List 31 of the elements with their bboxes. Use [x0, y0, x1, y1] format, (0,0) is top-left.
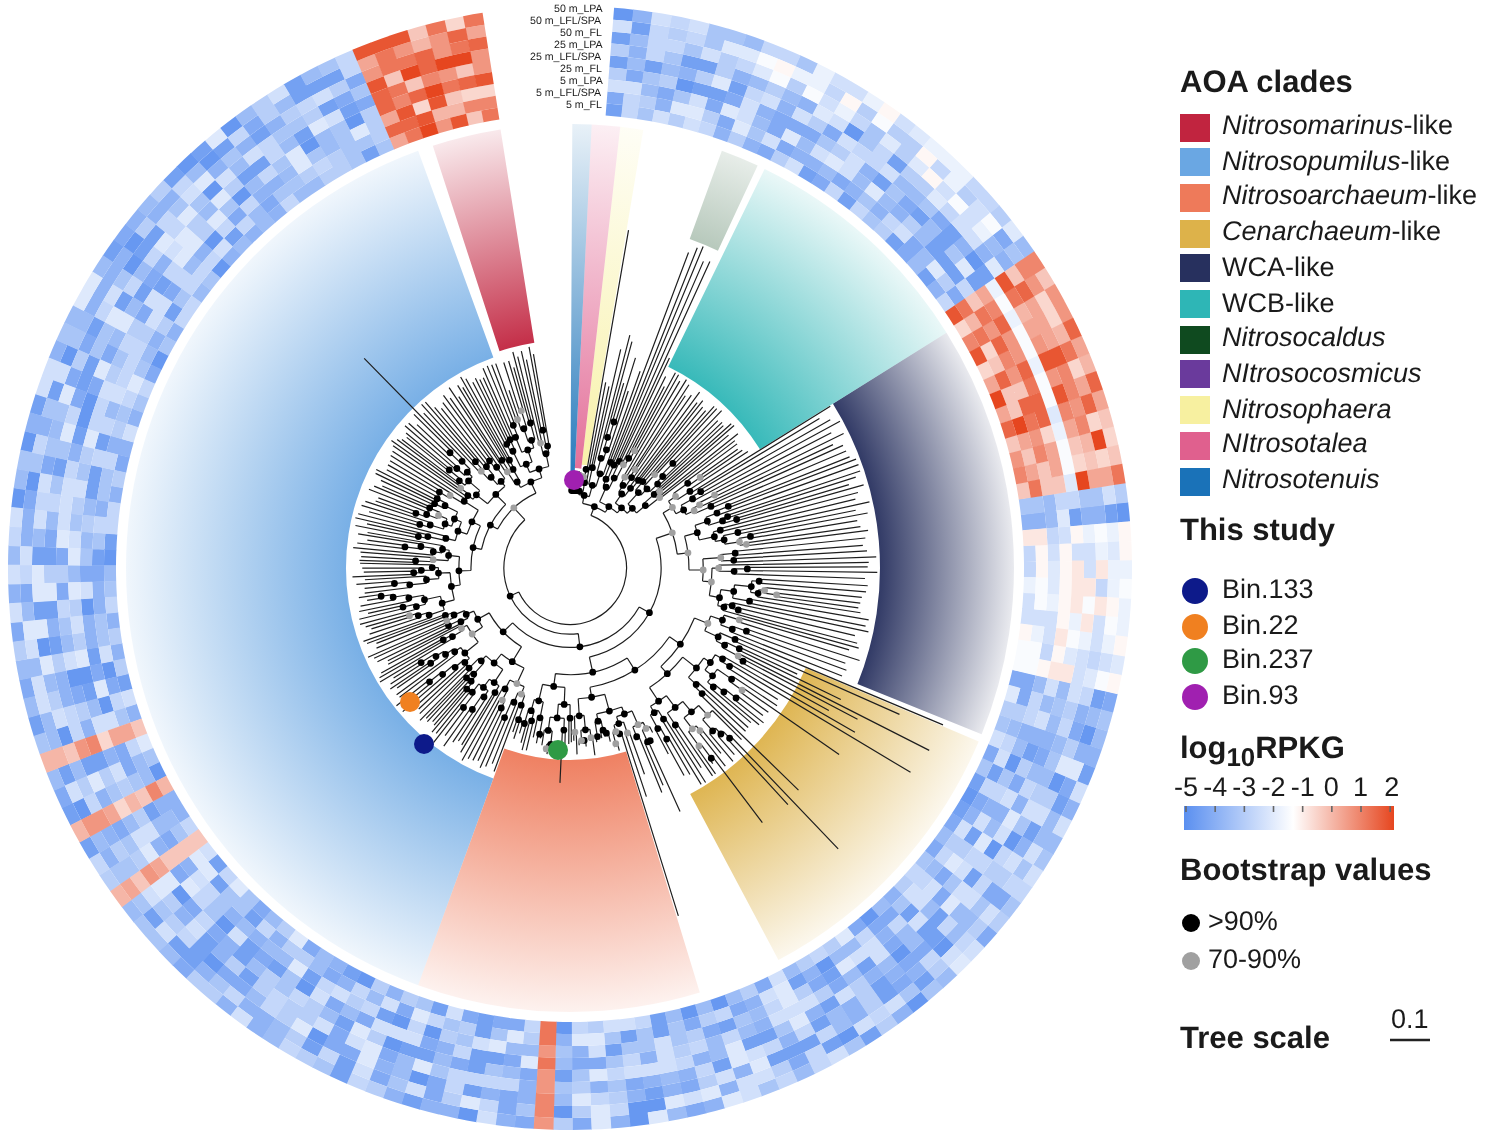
tick-label: -3 — [1232, 774, 1257, 804]
legend-heading: AOA clades — [1180, 66, 1353, 101]
legend-label: NItrosotalea — [1222, 430, 1368, 461]
legend-label: Bin.133 — [1222, 576, 1314, 606]
legend-label: WCA-like — [1222, 253, 1335, 284]
legend-heading: This study — [1180, 514, 1336, 549]
legend-label: NItrosocosmicus — [1222, 359, 1422, 390]
legend-heading: Tree scale — [1180, 1022, 1330, 1057]
tick-label: -1 — [1290, 774, 1315, 804]
legend-label: Nitrosoarchaeum-like — [1222, 182, 1478, 213]
legend-label: Nitrosopumilus-like — [1222, 147, 1451, 178]
tick-label: -2 — [1261, 774, 1286, 804]
tick-label: 0 — [1323, 774, 1339, 804]
legend-label: Bin.93 — [1222, 681, 1299, 712]
scale-label: 0.1 — [1391, 1006, 1429, 1036]
legend-label: >90% — [1208, 908, 1278, 938]
legend-label: 70-90% — [1208, 946, 1302, 976]
legend-label: Bin.22 — [1222, 611, 1299, 641]
legend-label: Bin.237 — [1222, 646, 1314, 677]
legend-label: Nitrosophaera — [1222, 395, 1392, 425]
legend-label: Nitrosocaldus — [1222, 324, 1386, 355]
legend-label: WCB-like — [1222, 289, 1335, 319]
tick-label: 1 — [1353, 774, 1369, 804]
legend-label: Cenarchaeum-like — [1222, 218, 1442, 248]
tick-label: -4 — [1203, 774, 1228, 804]
legend-label: Nitrosomarinus-like — [1222, 112, 1454, 142]
tick-label: 2 — [1384, 774, 1400, 804]
legend-label: Nitrosotenuis — [1222, 466, 1380, 496]
legend-heading: Bootstrap values — [1180, 854, 1432, 889]
legend-heading: log$_{10}$RPKG — [1180, 732, 1345, 773]
tick-label: -5 — [1174, 774, 1199, 804]
